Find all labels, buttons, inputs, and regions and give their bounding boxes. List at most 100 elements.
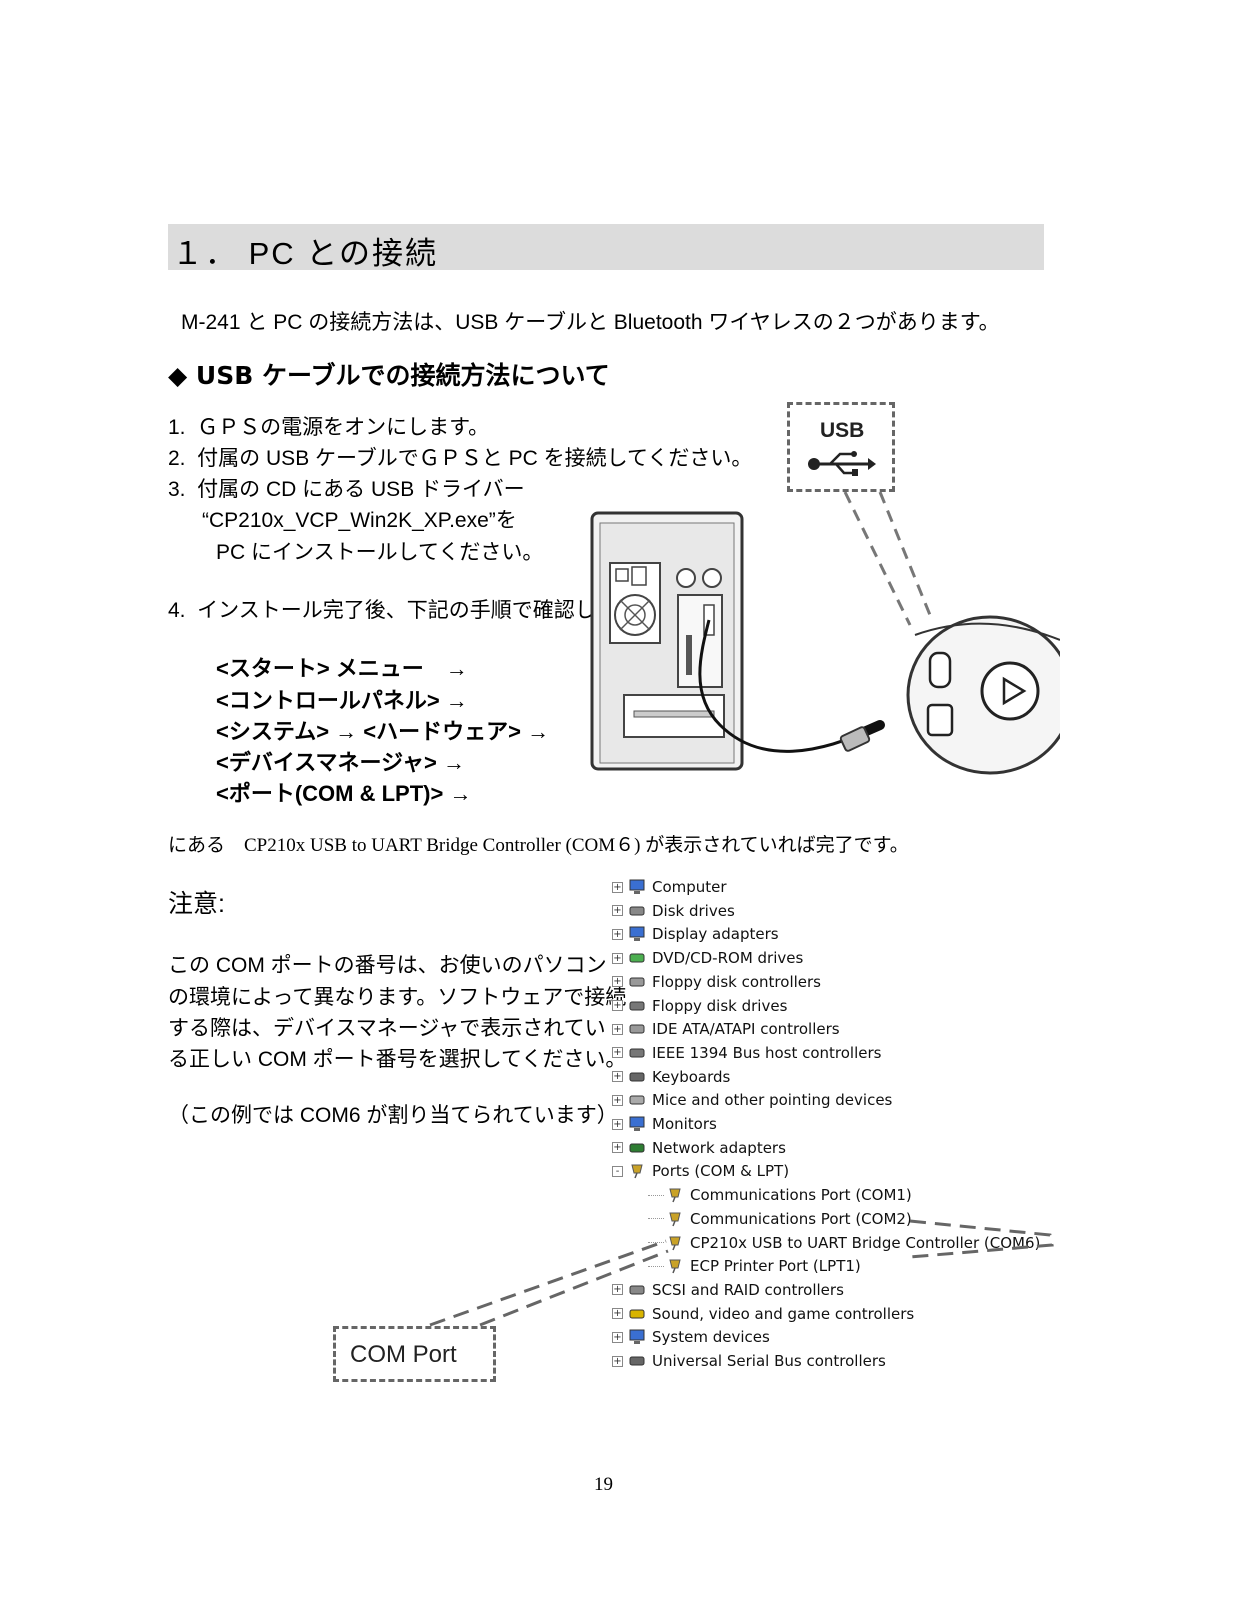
device-tree-label: SCSI and RAID controllers (652, 1280, 844, 1299)
display-adapter-icon (629, 926, 645, 942)
device-tree-row[interactable]: + SCSI and RAID controllers (612, 1279, 844, 1301)
note-line-5: （この例では COM6 が割り当てられています） (168, 1104, 618, 1127)
device-tree-row[interactable]: + Disk drives (612, 900, 735, 922)
sound-icon (629, 1309, 645, 1319)
com-port-callout: COM Port (333, 1326, 496, 1382)
device-tree-row[interactable]: + DVD/CD-ROM drives (612, 947, 803, 969)
page-number: 19 (594, 1474, 613, 1495)
monitor-icon (629, 1116, 645, 1131)
device-tree-row[interactable]: Communications Port (COM2) (648, 1208, 912, 1230)
step-2: 2. 付属の USB ケーブルでＧＰＳと PC を接続してください。 (168, 447, 753, 470)
step-4: 4. インストール完了後、下記の手順で確認します。 (168, 599, 657, 622)
nav-path-system-hardware: <システム> → <ハードウェア> → (216, 719, 550, 744)
dvd-drive-icon (629, 953, 645, 963)
device-tree-label: Ports (COM & LPT) (652, 1162, 790, 1181)
step-3: 3. 付属の CD にある USB ドライバー (168, 478, 525, 501)
network-adapter-icon (629, 1143, 645, 1153)
expand-icon[interactable]: + (612, 1142, 623, 1154)
expand-icon[interactable]: + (612, 1000, 623, 1011)
device-tree-row[interactable]: + Monitors (612, 1113, 717, 1135)
port-icon (669, 1188, 681, 1203)
section-header-bar (168, 224, 1044, 270)
device-tree-row[interactable]: + Network adapters (612, 1137, 786, 1159)
usb-section-heading: ◆ USB ケーブルでの接続方法について (168, 361, 610, 390)
intro-text: M-241 と PC の接続方法は、USB ケーブルと Bluetooth ワイ… (181, 311, 1000, 334)
nav-path-ports: <ポート(COM & LPT)> → (216, 781, 472, 806)
pc-connection-illustration (590, 491, 1060, 775)
device-tree-row[interactable]: + System devices (612, 1326, 770, 1348)
expand-icon[interactable]: + (612, 1094, 623, 1106)
device-tree-label: Disk drives (652, 901, 735, 920)
com-port-leader-lines (429, 1219, 1054, 1327)
note-line-3: する際は、デバイスマネージャで表示されてい (168, 1017, 606, 1040)
expand-icon[interactable]: + (612, 928, 623, 940)
usb-callout-label: USB (820, 419, 865, 442)
device-tree-row[interactable]: + Floppy disk controllers (612, 971, 821, 993)
expand-icon[interactable]: + (612, 1118, 623, 1130)
device-tree-row[interactable]: + Computer (612, 876, 727, 898)
device-tree-label: IEEE 1394 Bus host controllers (652, 1043, 882, 1062)
device-tree-row[interactable]: + Universal Serial Bus controllers (612, 1350, 886, 1372)
device-tree-label: Universal Serial Bus controllers (652, 1352, 886, 1370)
device-tree-label: Computer (652, 878, 727, 896)
device-tree-row[interactable]: + Mice and other pointing devices (612, 1089, 892, 1111)
disk-drive-icon (629, 906, 645, 916)
com-port-callout-label: COM Port (350, 1341, 457, 1368)
device-tree-label: Communications Port (COM1) (690, 1186, 912, 1205)
device-tree-row[interactable]: - Ports (COM & LPT) (612, 1160, 789, 1182)
expand-icon[interactable]: + (612, 952, 623, 964)
usb-controller-icon (629, 1356, 645, 1366)
device-tree-label: Keyboards (652, 1067, 731, 1086)
port-icon (631, 1164, 643, 1179)
note-heading: 注意: (168, 890, 225, 918)
computer-icon (629, 879, 645, 894)
device-tree-label: ECP Printer Port (LPT1) (690, 1257, 861, 1276)
device-tree-row[interactable]: + Sound, video and game controllers (612, 1303, 914, 1325)
device-tree-row[interactable]: Communications Port (COM1) (648, 1184, 912, 1206)
device-tree-row[interactable]: CP210x USB to UART Bridge Controller (CO… (648, 1232, 1040, 1254)
mouse-icon (629, 1095, 645, 1105)
device-tree-label: Display adapters (652, 925, 779, 944)
device-tree-row[interactable]: +Floppy disk drives (612, 995, 787, 1017)
expand-icon[interactable]: + (612, 1071, 623, 1083)
device-tree-label: System devices (652, 1328, 770, 1347)
expand-icon[interactable]: + (612, 1308, 623, 1320)
nav-path-start-menu: <スタート> メニュー → (216, 656, 468, 681)
note-line-1: この COM ポートの番号は、お使いのパソコン (168, 954, 607, 977)
expand-icon[interactable]: + (612, 1284, 623, 1296)
device-tree-row[interactable]: + Keyboards (612, 1066, 730, 1088)
tree-connector (648, 1265, 664, 1267)
device-tree-label: DVD/CD-ROM drives (652, 949, 804, 968)
device-tree-label: CP210x USB to UART Bridge Controller (CO… (690, 1233, 1041, 1252)
device-tree-label: Sound, video and game controllers (652, 1304, 915, 1323)
result-text: にある CP210x USB to UART Bridge Controller… (168, 835, 909, 856)
device-tree-label: Monitors (652, 1115, 717, 1133)
scsi-controller-icon (629, 1285, 645, 1295)
expand-icon[interactable]: + (612, 976, 623, 988)
tree-connector (648, 1242, 664, 1243)
collapse-icon[interactable]: - (612, 1165, 623, 1177)
system-device-icon (629, 1329, 645, 1345)
ide-controller-icon (629, 1024, 645, 1034)
expand-icon[interactable]: + (612, 881, 623, 893)
device-tree-label: Mice and other pointing devices (652, 1091, 893, 1110)
note-line-2: の環境によって異なります。ソフトウェアで接続 (168, 986, 627, 1009)
device-tree-row[interactable]: + Display adapters (612, 923, 779, 945)
step-1: 1. ＧＰＳの電源をオンにします。 (168, 416, 490, 439)
nav-path-control-panel: <コントロールパネル> → (216, 688, 468, 713)
expand-icon[interactable]: + (612, 1331, 623, 1343)
device-tree-row[interactable]: + IEEE 1394 Bus host controllers (612, 1042, 881, 1064)
step-3-continued: PC にインストールしてください。 (216, 541, 544, 564)
device-tree-label: Network adapters (652, 1138, 786, 1157)
expand-icon[interactable]: + (612, 1047, 623, 1059)
device-tree-row[interactable]: +IDE ATA/ATAPI controllers (612, 1018, 840, 1040)
port-icon (669, 1259, 681, 1274)
step-3-filename: “CP210x_VCP_Win2K_XP.exe”を (202, 509, 517, 532)
device-tree-label: Floppy disk controllers (652, 972, 821, 991)
note-line-4: る正しい COM ポート番号を選択してください。 (168, 1048, 627, 1071)
expand-icon[interactable]: + (612, 1355, 623, 1367)
expand-icon[interactable]: + (612, 905, 623, 917)
expand-icon[interactable]: + (612, 1023, 623, 1035)
device-tree-row[interactable]: ECP Printer Port (LPT1) (648, 1255, 861, 1277)
tree-connector (648, 1218, 664, 1220)
